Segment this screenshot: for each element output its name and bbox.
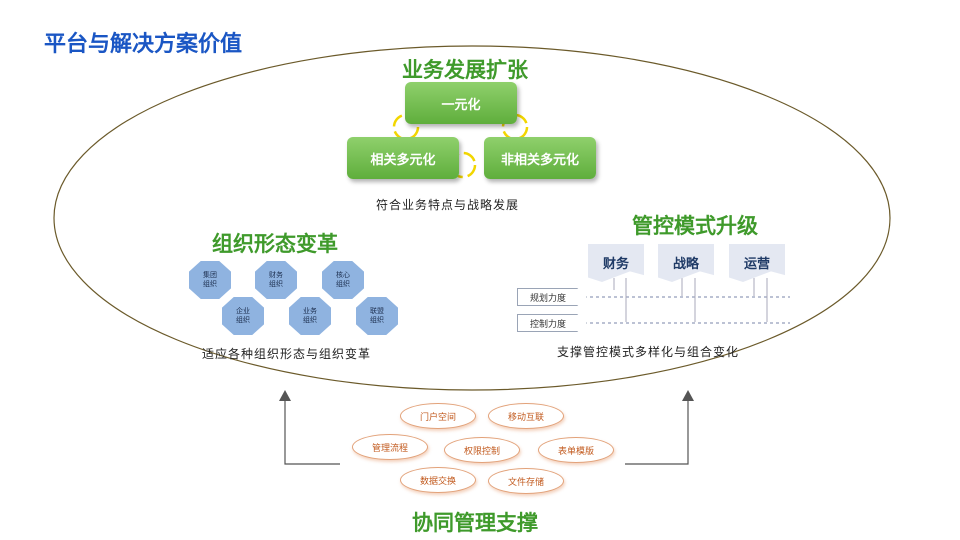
org-node-core: 核心 组织: [322, 261, 364, 299]
box-unrelated-diversification: 非相关多元化: [484, 137, 596, 179]
org-node-label: 业务 组织: [303, 307, 317, 324]
org-node-label: 财务 组织: [269, 271, 283, 288]
row-control-strength: 控制力度: [517, 314, 587, 332]
org-node-label: 联盟 组织: [370, 307, 384, 324]
page-title: 平台与解决方案价值: [44, 32, 243, 57]
cycle-loop-right: [501, 113, 529, 141]
left-arrow-head: [279, 390, 291, 401]
support-permission: 权限控制: [444, 437, 520, 463]
box-unified: 一元化: [405, 82, 517, 124]
right-support-arrow: [625, 400, 689, 465]
org-node-alliance: 联盟 组织: [356, 297, 398, 335]
control-title: 管控模式升级: [632, 214, 758, 238]
org-node-enterprise: 企业 组织: [222, 297, 264, 335]
support-data-exchange: 数据交换: [400, 467, 476, 493]
support-form-template: 表单模版: [538, 437, 614, 463]
org-node-business: 业务 组织: [289, 297, 331, 335]
cycle-loop-left: [392, 113, 420, 141]
box-related-diversification: 相关多元化: [347, 137, 459, 179]
outer-ellipse: [53, 45, 891, 391]
org-caption: 适应各种组织形态与组织变革: [202, 347, 372, 361]
cycle-loop-bottom: [449, 151, 477, 179]
business-title: 业务发展扩张: [402, 58, 528, 82]
support-portal: 门户空间: [400, 403, 476, 429]
control-caption: 支撑管控模式多样化与组合变化: [557, 345, 740, 359]
org-node-label: 企业 组织: [236, 307, 250, 324]
org-node-label: 集团 组织: [203, 271, 217, 288]
mode-finance: 财务: [588, 244, 644, 282]
row-planning-strength: 规划力度: [517, 288, 587, 306]
right-arrow-head: [682, 390, 694, 401]
business-caption: 符合业务特点与战略发展: [376, 198, 520, 212]
org-title: 组织形态变革: [212, 232, 338, 256]
support-title: 协同管理支撑: [412, 511, 538, 535]
left-support-arrow: [284, 400, 340, 465]
org-node-finance: 财务 组织: [255, 261, 297, 299]
org-node-label: 核心 组织: [336, 271, 350, 288]
support-mobile: 移动互联: [488, 403, 564, 429]
org-node-group: 集团 组织: [189, 261, 231, 299]
support-file-storage: 文件存储: [488, 468, 564, 494]
support-workflow: 管理流程: [352, 434, 428, 460]
